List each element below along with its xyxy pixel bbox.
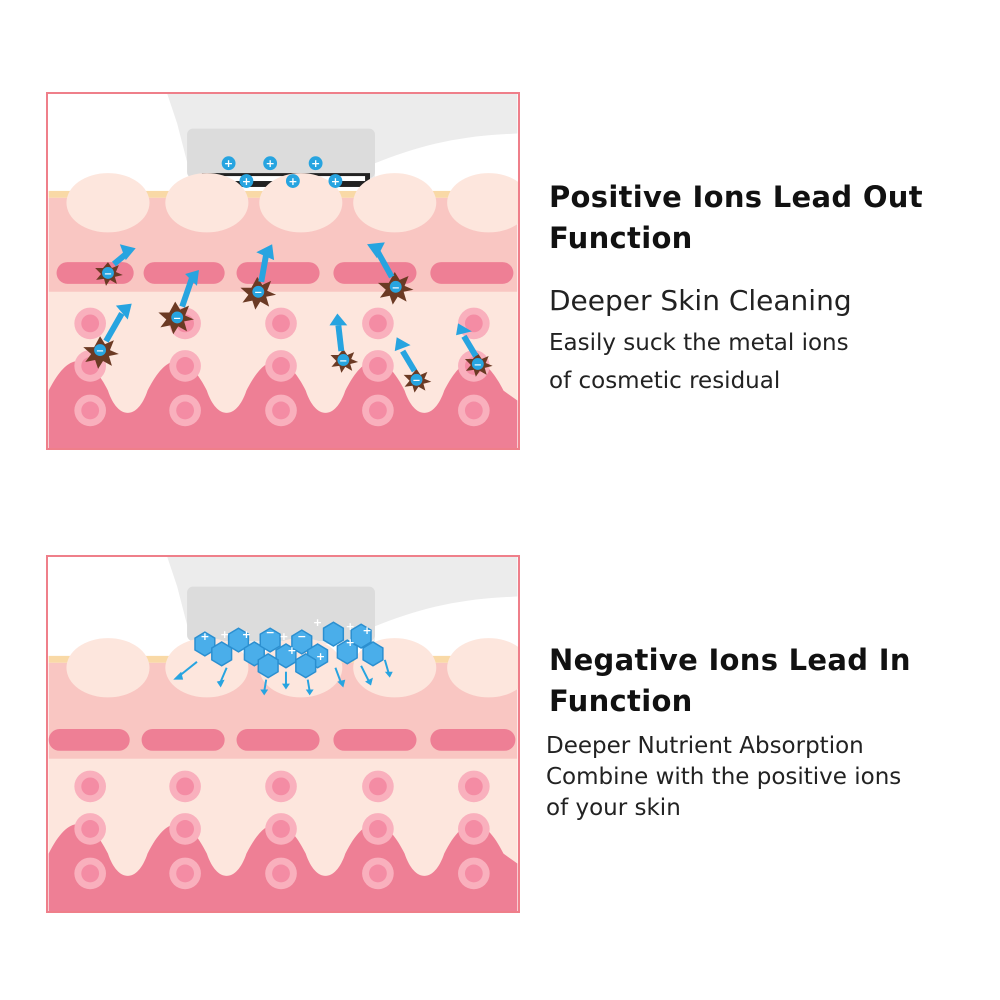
negative-ions-title: Negative Ions Lead In Function bbox=[549, 643, 911, 718]
svg-text:+: + bbox=[266, 157, 275, 170]
svg-text:+: + bbox=[242, 628, 251, 641]
positive-ions-subtitle: Deeper Skin Cleaning bbox=[549, 284, 852, 317]
svg-text:+: + bbox=[288, 175, 297, 188]
description-line: of cosmetic residual bbox=[549, 368, 781, 394]
svg-text:+: + bbox=[224, 157, 233, 170]
device-head bbox=[187, 128, 375, 179]
svg-text:−: − bbox=[96, 346, 104, 357]
svg-text:+: + bbox=[313, 616, 322, 629]
svg-text:+: + bbox=[316, 650, 325, 663]
negative-ions-subtitle: Deeper Nutrient Absorption bbox=[546, 733, 864, 759]
svg-text:−: − bbox=[392, 283, 400, 294]
svg-text:−: − bbox=[474, 360, 482, 371]
svg-text:+: + bbox=[346, 636, 355, 649]
svg-text:+: + bbox=[242, 175, 251, 188]
dermis-bands bbox=[56, 262, 514, 284]
svg-text:+: + bbox=[200, 630, 209, 643]
positive-ion-icons: + + + + + + bbox=[221, 156, 343, 188]
upward-arrows bbox=[103, 242, 479, 373]
residue-particles: − − − − − − − − bbox=[83, 242, 493, 393]
svg-text:+: + bbox=[279, 630, 288, 643]
skin-cells bbox=[74, 770, 490, 890]
nutrient-cluster: ++ ++ ++ ++ ++ −− bbox=[173, 616, 393, 696]
svg-text:−: − bbox=[339, 356, 347, 367]
description-line: Easily suck the metal ions bbox=[549, 330, 849, 356]
description-line: of your skin bbox=[546, 795, 681, 821]
skin-diagram-top: + + + + + + − − − − − − bbox=[48, 94, 518, 448]
svg-text:+: + bbox=[346, 620, 355, 633]
downward-arrows bbox=[173, 659, 393, 696]
description-line: Combine with the positive ions bbox=[546, 764, 902, 790]
svg-text:−: − bbox=[254, 288, 262, 299]
skin-diagram-bottom: ++ ++ ++ ++ ++ −− bbox=[48, 557, 518, 911]
svg-text:+: + bbox=[220, 628, 229, 641]
svg-text:−: − bbox=[297, 630, 306, 643]
negative-ions-description: Combine with the positive ions of your s… bbox=[546, 762, 986, 824]
positive-ions-illustration: + + + + + + − − − − − − bbox=[46, 92, 520, 450]
svg-text:−: − bbox=[266, 626, 275, 639]
svg-text:+: + bbox=[331, 175, 340, 188]
dermis-bands bbox=[48, 729, 516, 751]
svg-text:−: − bbox=[104, 269, 112, 280]
positive-ions-title: Positive Ions Lead Out Function bbox=[549, 180, 923, 255]
negative-ions-illustration: ++ ++ ++ ++ ++ −− bbox=[46, 555, 520, 913]
svg-text:−: − bbox=[412, 376, 420, 387]
positive-ions-description: Easily suck the metal ions of cosmetic r… bbox=[549, 324, 969, 400]
svg-text:+: + bbox=[311, 157, 320, 170]
svg-text:+: + bbox=[362, 624, 371, 637]
svg-text:+: + bbox=[287, 644, 296, 657]
svg-text:−: − bbox=[173, 313, 181, 324]
